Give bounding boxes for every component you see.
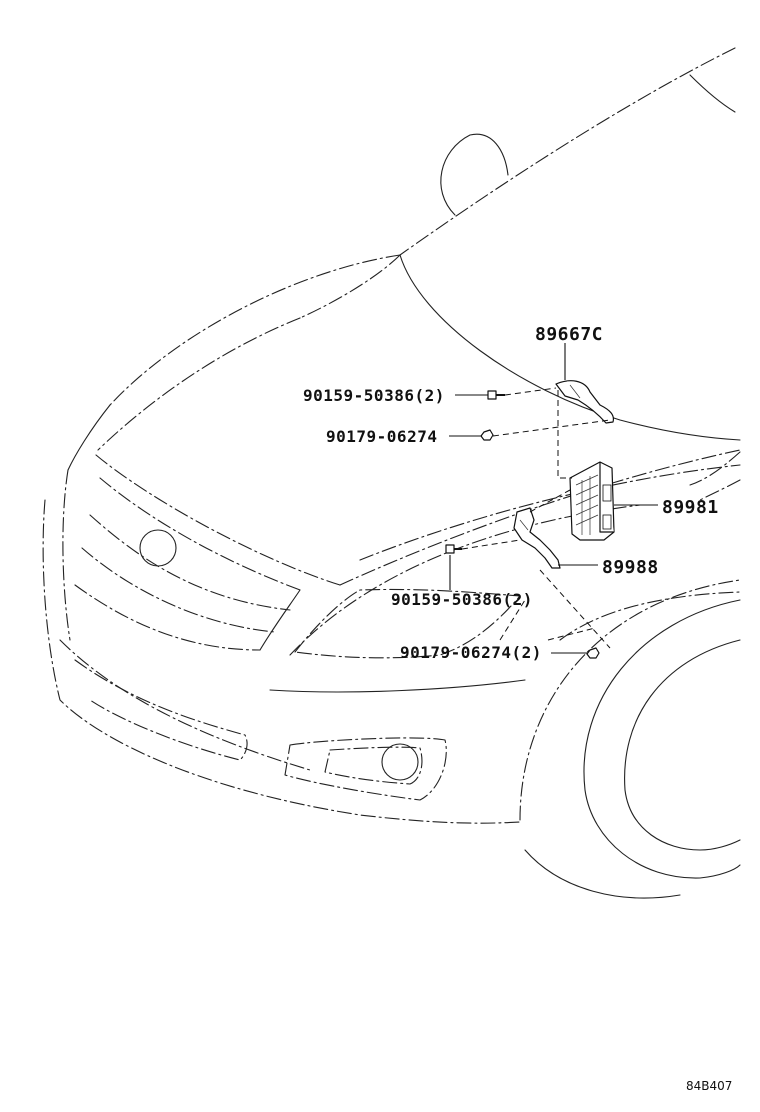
- leader-89988-dash: [529, 489, 571, 513]
- leader-nut-lower-dash-a: [539, 569, 611, 649]
- wheel-rim: [624, 639, 741, 851]
- fender-liner: [559, 591, 741, 641]
- nut-lower-icon: [586, 647, 600, 659]
- leader-nut-lower-dash-b: [499, 599, 526, 641]
- bracket-89667c-detail: [569, 384, 581, 399]
- roof-line: [689, 74, 736, 113]
- leader-bracket-ecu: [557, 390, 572, 479]
- fender-top: [359, 464, 741, 561]
- tire-bottom: [524, 849, 681, 899]
- fender-rear-line: [699, 479, 741, 501]
- bumper-upper: [59, 639, 311, 771]
- label-bolt-upper: 90159-50386(2): [303, 386, 445, 405]
- grille-left-edge: [62, 469, 71, 641]
- ecu-89981: [569, 461, 615, 541]
- bolt-lower-icon: [445, 544, 462, 554]
- label-nut-upper: 90179-06274: [326, 427, 437, 446]
- wheel-arch: [519, 579, 741, 821]
- grille-bar-3: [81, 547, 276, 633]
- illustration-code: 84B407: [686, 1079, 732, 1093]
- bracket-89667c: [555, 380, 615, 424]
- leader-nut-lower-dash-c: [547, 627, 596, 641]
- bumper-lower: [42, 499, 521, 824]
- leader-lines: [449, 343, 658, 654]
- foglamp-inner: [324, 746, 423, 785]
- nut-upper-icon: [480, 429, 494, 441]
- hood-edge-left: [67, 404, 111, 471]
- leader-bolt-upper-dash: [504, 387, 557, 396]
- grille-side: [259, 589, 301, 651]
- a-pillar-base: [689, 451, 741, 486]
- hood-front-lip: [95, 454, 341, 586]
- hood-crease-right: [399, 254, 741, 441]
- hood-edge-mid: [97, 317, 301, 451]
- emblem-circle: [139, 529, 177, 567]
- car-body-outline: [42, 47, 741, 899]
- leader-nut-upper-dash: [492, 419, 611, 437]
- body-side-line: [269, 679, 526, 693]
- grille-bar-4: [74, 584, 261, 651]
- tire-outline: [583, 599, 741, 879]
- grille-bar-2: [89, 514, 291, 611]
- bracket-89988: [513, 507, 561, 569]
- foglamp-housing: [284, 737, 447, 801]
- grille-bar-1: [99, 477, 301, 591]
- mirror-outline: [440, 133, 509, 216]
- cowl-line: [299, 254, 401, 319]
- bolt-upper-icon: [487, 390, 505, 400]
- label-89988: 89988: [602, 557, 659, 578]
- bracket-89988-detail: [519, 519, 529, 531]
- bracket-89988-shape: [513, 507, 561, 569]
- label-89981: 89981: [662, 497, 719, 518]
- label-89667c: 89667C: [535, 324, 603, 345]
- leader-bolt-lower-dash: [461, 539, 521, 550]
- fasteners: [445, 390, 600, 659]
- hood-edge-upper: [109, 254, 401, 406]
- bumper-intake: [74, 659, 248, 761]
- label-nut-lower: 90179-06274(2): [400, 643, 542, 662]
- headlamp-outline: [294, 588, 521, 659]
- bracket-89667c-shape: [555, 380, 615, 424]
- windshield-edge: [399, 47, 736, 256]
- ecu-texture: [575, 474, 612, 535]
- label-bolt-lower: 90159-50386(2): [391, 590, 533, 609]
- foglamp-lens: [381, 743, 419, 781]
